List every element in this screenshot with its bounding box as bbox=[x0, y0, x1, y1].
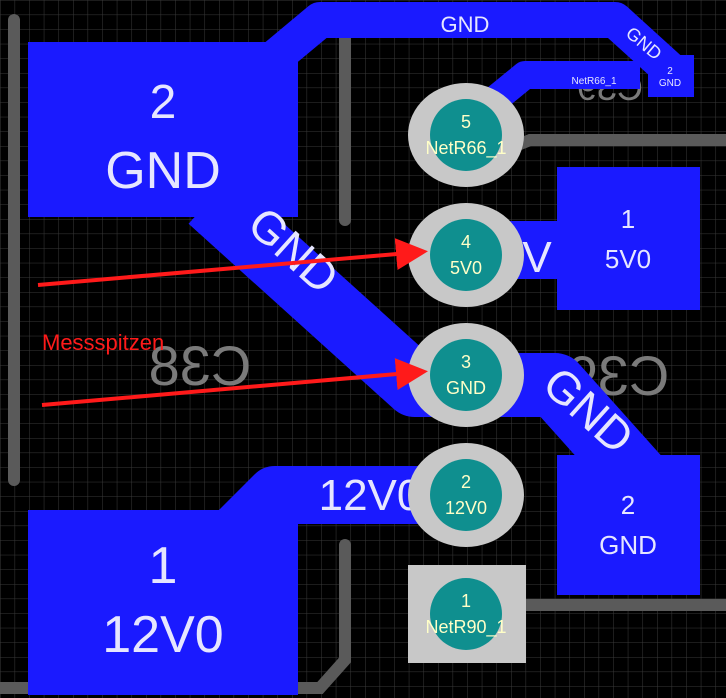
pin-3-core bbox=[430, 339, 502, 411]
trace-label-netr66: NetR66_1 bbox=[571, 76, 616, 87]
small-pad-number: 2 bbox=[667, 66, 673, 77]
pin-2-net: 12V0 bbox=[445, 498, 487, 518]
pin-5-net: NetR66_1 bbox=[425, 138, 506, 159]
pin-5-core bbox=[430, 99, 502, 171]
big-pad-bottom-left-net: 12V0 bbox=[102, 606, 223, 664]
pin-1-number: 1 bbox=[461, 591, 471, 611]
big-pad-top-left-net: GND bbox=[105, 142, 221, 200]
big-pad-bottom-left-number: 1 bbox=[149, 537, 178, 595]
connector-pin-1[interactable]: 1 NetR90_1 bbox=[408, 565, 526, 663]
big-pad-right-bottom-number: 2 bbox=[621, 490, 635, 520]
pin-4-number: 4 bbox=[461, 232, 471, 252]
annotation-label: Messspitzen bbox=[42, 330, 164, 355]
big-pad-right-bottom[interactable] bbox=[557, 455, 700, 595]
small-pad-net: GND bbox=[659, 78, 681, 89]
trace-label-partial-v: V bbox=[522, 233, 552, 282]
pin-3-net: GND bbox=[446, 378, 486, 398]
pin-2-core bbox=[430, 459, 502, 531]
big-pad-top-left[interactable] bbox=[28, 42, 298, 217]
pin-2-number: 2 bbox=[461, 472, 471, 492]
trace-label-12v0: 12V0 bbox=[319, 471, 422, 520]
pin-4-net: 5V0 bbox=[450, 258, 482, 278]
pin-4-core bbox=[430, 219, 502, 291]
big-pad-right-top-net: 5V0 bbox=[605, 244, 651, 274]
big-pad-bottom-left[interactable] bbox=[28, 510, 298, 695]
pin-3-number: 3 bbox=[461, 352, 471, 372]
connector-pin-4[interactable]: 4 5V0 bbox=[408, 203, 524, 307]
big-pad-top-left-number: 2 bbox=[150, 76, 177, 129]
pin-1-core bbox=[430, 578, 502, 650]
big-pad-right-top[interactable] bbox=[557, 167, 700, 310]
connector-pin-5[interactable]: 5 NetR66_1 bbox=[408, 83, 524, 187]
trace-label-gnd-top: GND bbox=[441, 12, 490, 37]
annotation-arrow-top bbox=[37, 238, 428, 287]
connector-pin-2[interactable]: 2 12V0 bbox=[408, 443, 524, 547]
big-pad-right-bottom-net: GND bbox=[599, 530, 657, 560]
connector-pin-3[interactable]: 3 GND bbox=[408, 323, 524, 427]
pin-1-net: NetR90_1 bbox=[425, 617, 506, 638]
big-pad-right-top-number: 1 bbox=[621, 204, 635, 234]
pin-5-number: 5 bbox=[461, 112, 471, 132]
small-pad-gnd[interactable] bbox=[648, 55, 694, 97]
annotation-arrow-bottom bbox=[41, 358, 428, 407]
